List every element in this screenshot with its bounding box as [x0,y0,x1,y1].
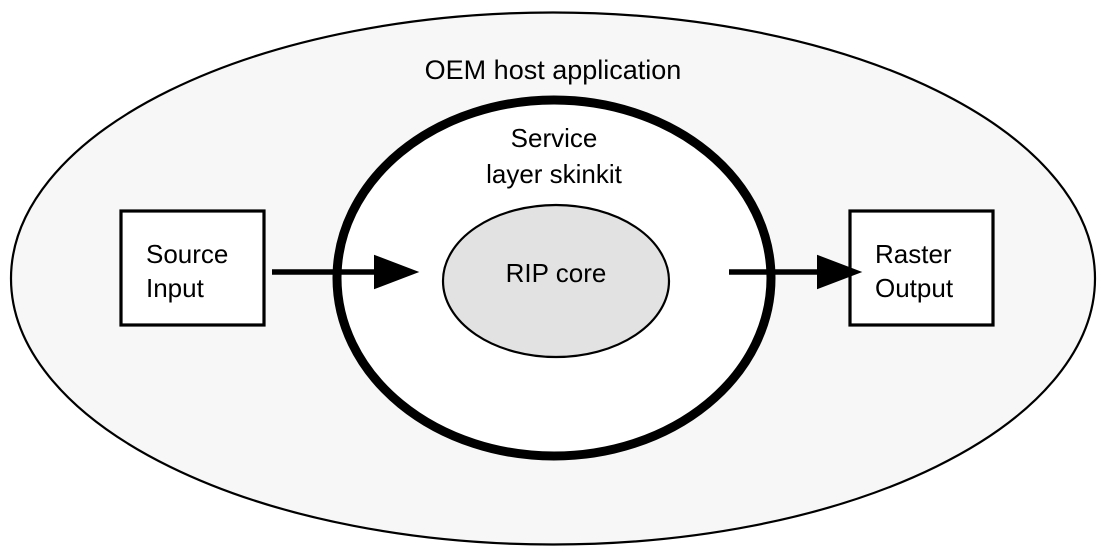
source-input-label-line1: Source [146,239,228,269]
oem-host-application-label: OEM host application [425,55,682,85]
service-layer-skinkit-label-line2: layer skinkit [486,159,623,189]
source-input-label-line2: Input [146,273,205,303]
rip-core-ellipse [441,203,671,359]
source-input-box [119,209,266,327]
raster-output-label-line2: Output [875,273,954,303]
rip-core-label: RIP core [506,258,607,288]
raster-output-label-line1: Raster [875,239,952,269]
service-layer-skinkit-label-line1: Service [511,123,598,153]
